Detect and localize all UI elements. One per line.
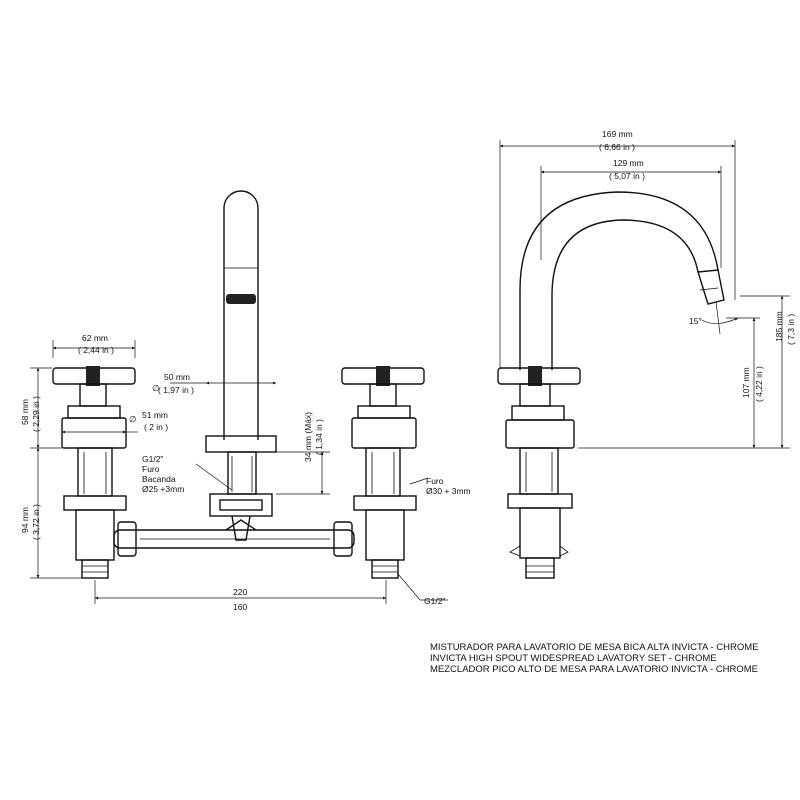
dim-185-in: ( 7,3 in ): [786, 314, 796, 345]
dim-50-in: ( 1,97 in ): [158, 385, 194, 395]
thread-bottom: G1/2": [424, 596, 445, 606]
thread-spout: G1/2": [142, 454, 163, 464]
title-portuguese: MISTURADOR PARA LAVATORIO DE MESA BICA A…: [430, 642, 759, 653]
left-valve: [52, 366, 136, 579]
side-view: 169 mm ( 6,66 in ) 129 mm ( 5,07 in ) 18…: [497, 129, 796, 579]
connecting-pipe: [113, 519, 355, 557]
dim-185-mm: 185 mm: [774, 311, 784, 342]
dim-94-mm: 94 mm: [20, 507, 30, 533]
dim-107-mm: 107 mm: [741, 367, 751, 398]
diameter-symbol-50: ∅: [152, 383, 160, 393]
title-english: INVICTA HIGH SPOUT WIDESPREAD LAVATORY S…: [430, 653, 717, 664]
handle-hole-line2: Ø30 + 3mm: [426, 486, 471, 496]
right-valve: [341, 366, 425, 579]
side-spout: [497, 191, 725, 579]
dim-34-mm: 34 mm (Máx): [303, 412, 313, 462]
dim-50-mm: 50 mm: [164, 372, 190, 382]
dim-58-in: ( 2,29 in ): [31, 396, 41, 432]
center-spout: [205, 190, 277, 541]
side-dimension-lines: [499, 140, 790, 449]
front-view: 62 mm ( 2,44 in ) 58 mm ( 2,29 in ) 94 m…: [20, 190, 471, 612]
dim-62-in: ( 2,44 in ): [78, 345, 114, 355]
dim-169-mm: 169 mm: [602, 129, 633, 139]
title-spanish: MEZCLADOR PICO ALTO DE MESA PARA LAVATOR…: [430, 664, 758, 675]
dim-160: 160: [233, 602, 247, 612]
handle-hole-line1: Furo: [426, 476, 444, 486]
spout-hole-line1: Furo: [142, 464, 160, 474]
spout-hole-line3: Ø25 +3mm: [142, 484, 184, 494]
dim-34-in: ( 1,34 in ): [314, 419, 324, 455]
dim-62-mm: 62 mm: [82, 333, 108, 343]
dim-220: 220: [233, 587, 247, 597]
diameter-symbol-51: ∅: [129, 414, 137, 424]
dim-169-in: ( 6,66 in ): [599, 142, 635, 152]
dim-51-in: ( 2 in ): [144, 422, 168, 432]
angle-label: 15°: [689, 316, 702, 326]
dim-94-in: ( 3,72 in ): [31, 504, 41, 540]
dim-129-mm: 129 mm: [613, 158, 644, 168]
dim-58-mm: 58 mm: [20, 399, 30, 425]
spout-hole-line2: Bacanda: [142, 474, 176, 484]
dim-51-mm: 51 mm: [142, 410, 168, 420]
dim-129-in: ( 5,07 in ): [609, 171, 645, 181]
front-dimension-lines: [30, 340, 448, 604]
dim-107-in: ( 4,22 in ): [754, 366, 764, 402]
